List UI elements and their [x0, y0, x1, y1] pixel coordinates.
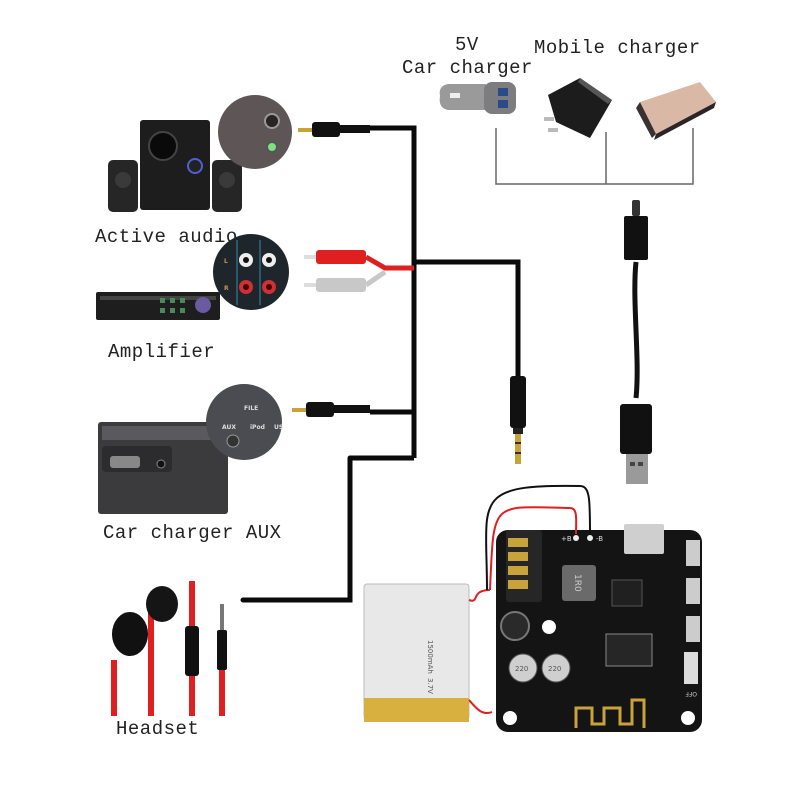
active-audio-label: Active audio	[95, 226, 238, 248]
audio-wire-harness	[240, 125, 521, 603]
board-switch-label: OFF	[685, 690, 697, 697]
car-panel-usb-label: US	[274, 424, 283, 431]
amplifier-label: Amplifier	[108, 341, 216, 363]
car-panel-ipod-label: iPod	[250, 424, 265, 431]
amplifier-device	[96, 292, 220, 320]
battery-voltage-label: 3.7V	[426, 678, 434, 694]
aux-plug-to-board	[510, 376, 526, 464]
channel-left-label: L	[224, 258, 228, 265]
channel-right-label: R	[224, 285, 229, 292]
board-cap1-mark: 220	[515, 665, 528, 673]
amplifier-inset	[213, 234, 289, 310]
active-audio-inset	[218, 95, 292, 169]
board-inductor-mark: 1R0	[572, 574, 582, 592]
headset-device	[111, 581, 227, 716]
board-pin-plus-label: +B	[561, 535, 572, 543]
bluetooth-audio-board	[496, 524, 702, 732]
car-charger-device	[439, 82, 516, 114]
car-charger-aux-label: Car charger AUX	[103, 522, 282, 544]
power-bank-device	[636, 82, 716, 140]
aux-plug-car	[292, 402, 370, 417]
battery-leads	[485, 484, 591, 591]
usb-cable	[620, 200, 652, 484]
charger-bracket	[495, 128, 694, 185]
car-charger-voltage-label: 5V	[455, 34, 479, 56]
aux-plug-active-audio	[298, 122, 370, 137]
rca-plugs	[304, 250, 414, 292]
headset-label: Headset	[116, 718, 200, 740]
battery-capacity-label: 1500mAh	[426, 640, 434, 674]
car-aux-inset	[206, 384, 282, 460]
wall-adapter-device	[544, 78, 612, 138]
car-panel-file-label: FILE	[244, 405, 258, 412]
car-panel-aux-label: AUX	[222, 424, 236, 431]
active-speakers-device	[108, 120, 242, 212]
car-charger-label: Car charger	[402, 57, 533, 79]
lipo-battery	[363, 583, 493, 722]
board-pin-minus-label: -B	[596, 535, 603, 543]
car-stereo-device	[98, 422, 228, 514]
mobile-charger-label: Mobile charger	[534, 37, 701, 59]
board-cap2-mark: 220	[548, 665, 561, 673]
